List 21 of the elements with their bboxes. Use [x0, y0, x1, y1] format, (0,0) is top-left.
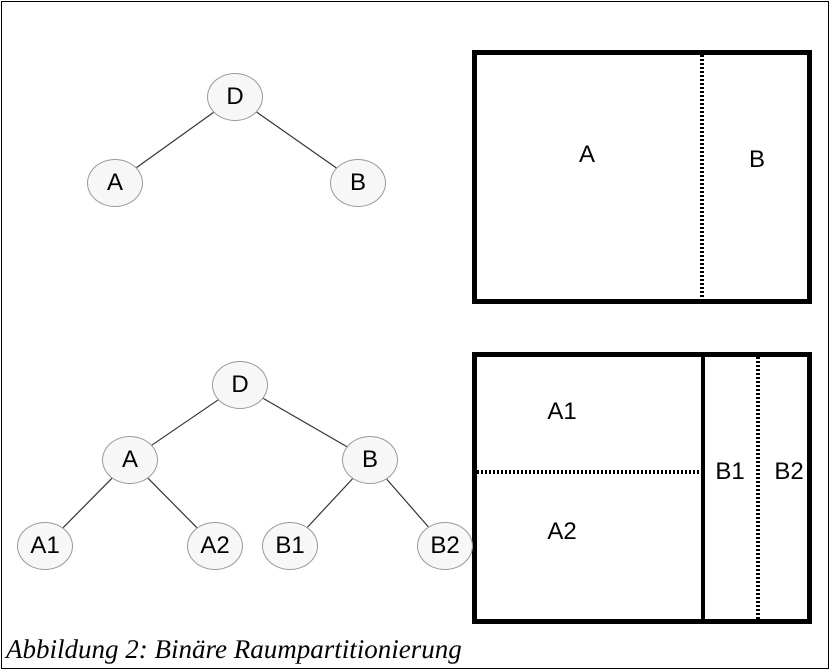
tree-edge	[307, 478, 353, 528]
tree-node: A	[102, 436, 158, 484]
tree-edge	[386, 478, 429, 528]
tree-edge	[262, 398, 348, 448]
partition-box	[472, 50, 812, 304]
partition-box	[472, 352, 812, 624]
tree-edge	[152, 399, 218, 446]
tree-edge	[62, 478, 112, 528]
tree-node: B2	[417, 522, 473, 570]
tree-edge	[148, 478, 198, 528]
tree-node: B	[330, 159, 386, 207]
tree-edge	[256, 112, 337, 168]
tree-node: A	[87, 159, 143, 207]
figure-caption: Abbildung 2: Binäre Raumpartitionierung	[6, 634, 462, 665]
tree-node: D	[207, 73, 263, 121]
tree-node: B	[342, 436, 398, 484]
tree-edge	[136, 112, 214, 168]
tree-node: B1	[262, 522, 318, 570]
tree-node: A2	[187, 522, 243, 570]
tree-node: D	[212, 361, 268, 409]
tree-node: A1	[17, 522, 73, 570]
